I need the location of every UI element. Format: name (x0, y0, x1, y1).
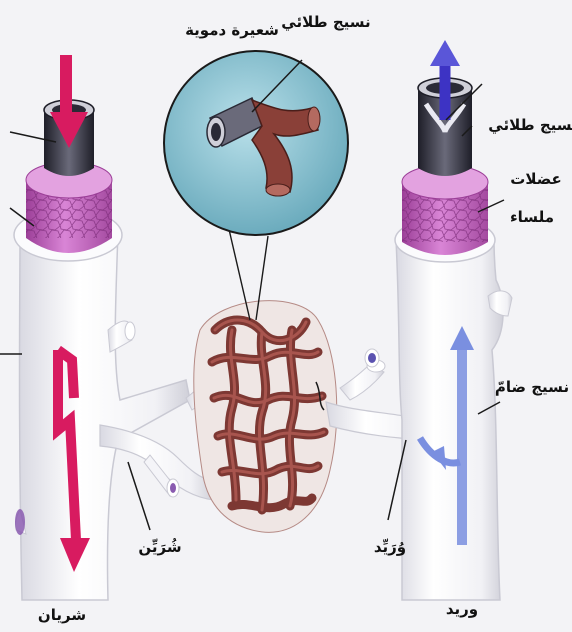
label-epithelial-tissue-top: نسيج طلائي (281, 13, 370, 31)
capillary-zoom-circle (164, 51, 348, 235)
label-connective-tissue: نسيج ضامّ (495, 378, 569, 396)
vein (365, 78, 512, 600)
label-artery: شريان (38, 606, 86, 624)
label-vein: وريد (446, 600, 478, 618)
capillary-network (194, 301, 337, 533)
label-epithelial-tissue-right: نسيج طلائي (488, 116, 572, 134)
label-capillary: شعيرة دموية (185, 21, 279, 39)
label-arteriole: شُرَيِّن (138, 538, 181, 556)
label-venule: وُرَيِّد (374, 538, 406, 556)
label-smooth-muscle-line1: عضلات (510, 170, 562, 188)
label-smooth-muscle-line2: ملساء (510, 208, 554, 226)
